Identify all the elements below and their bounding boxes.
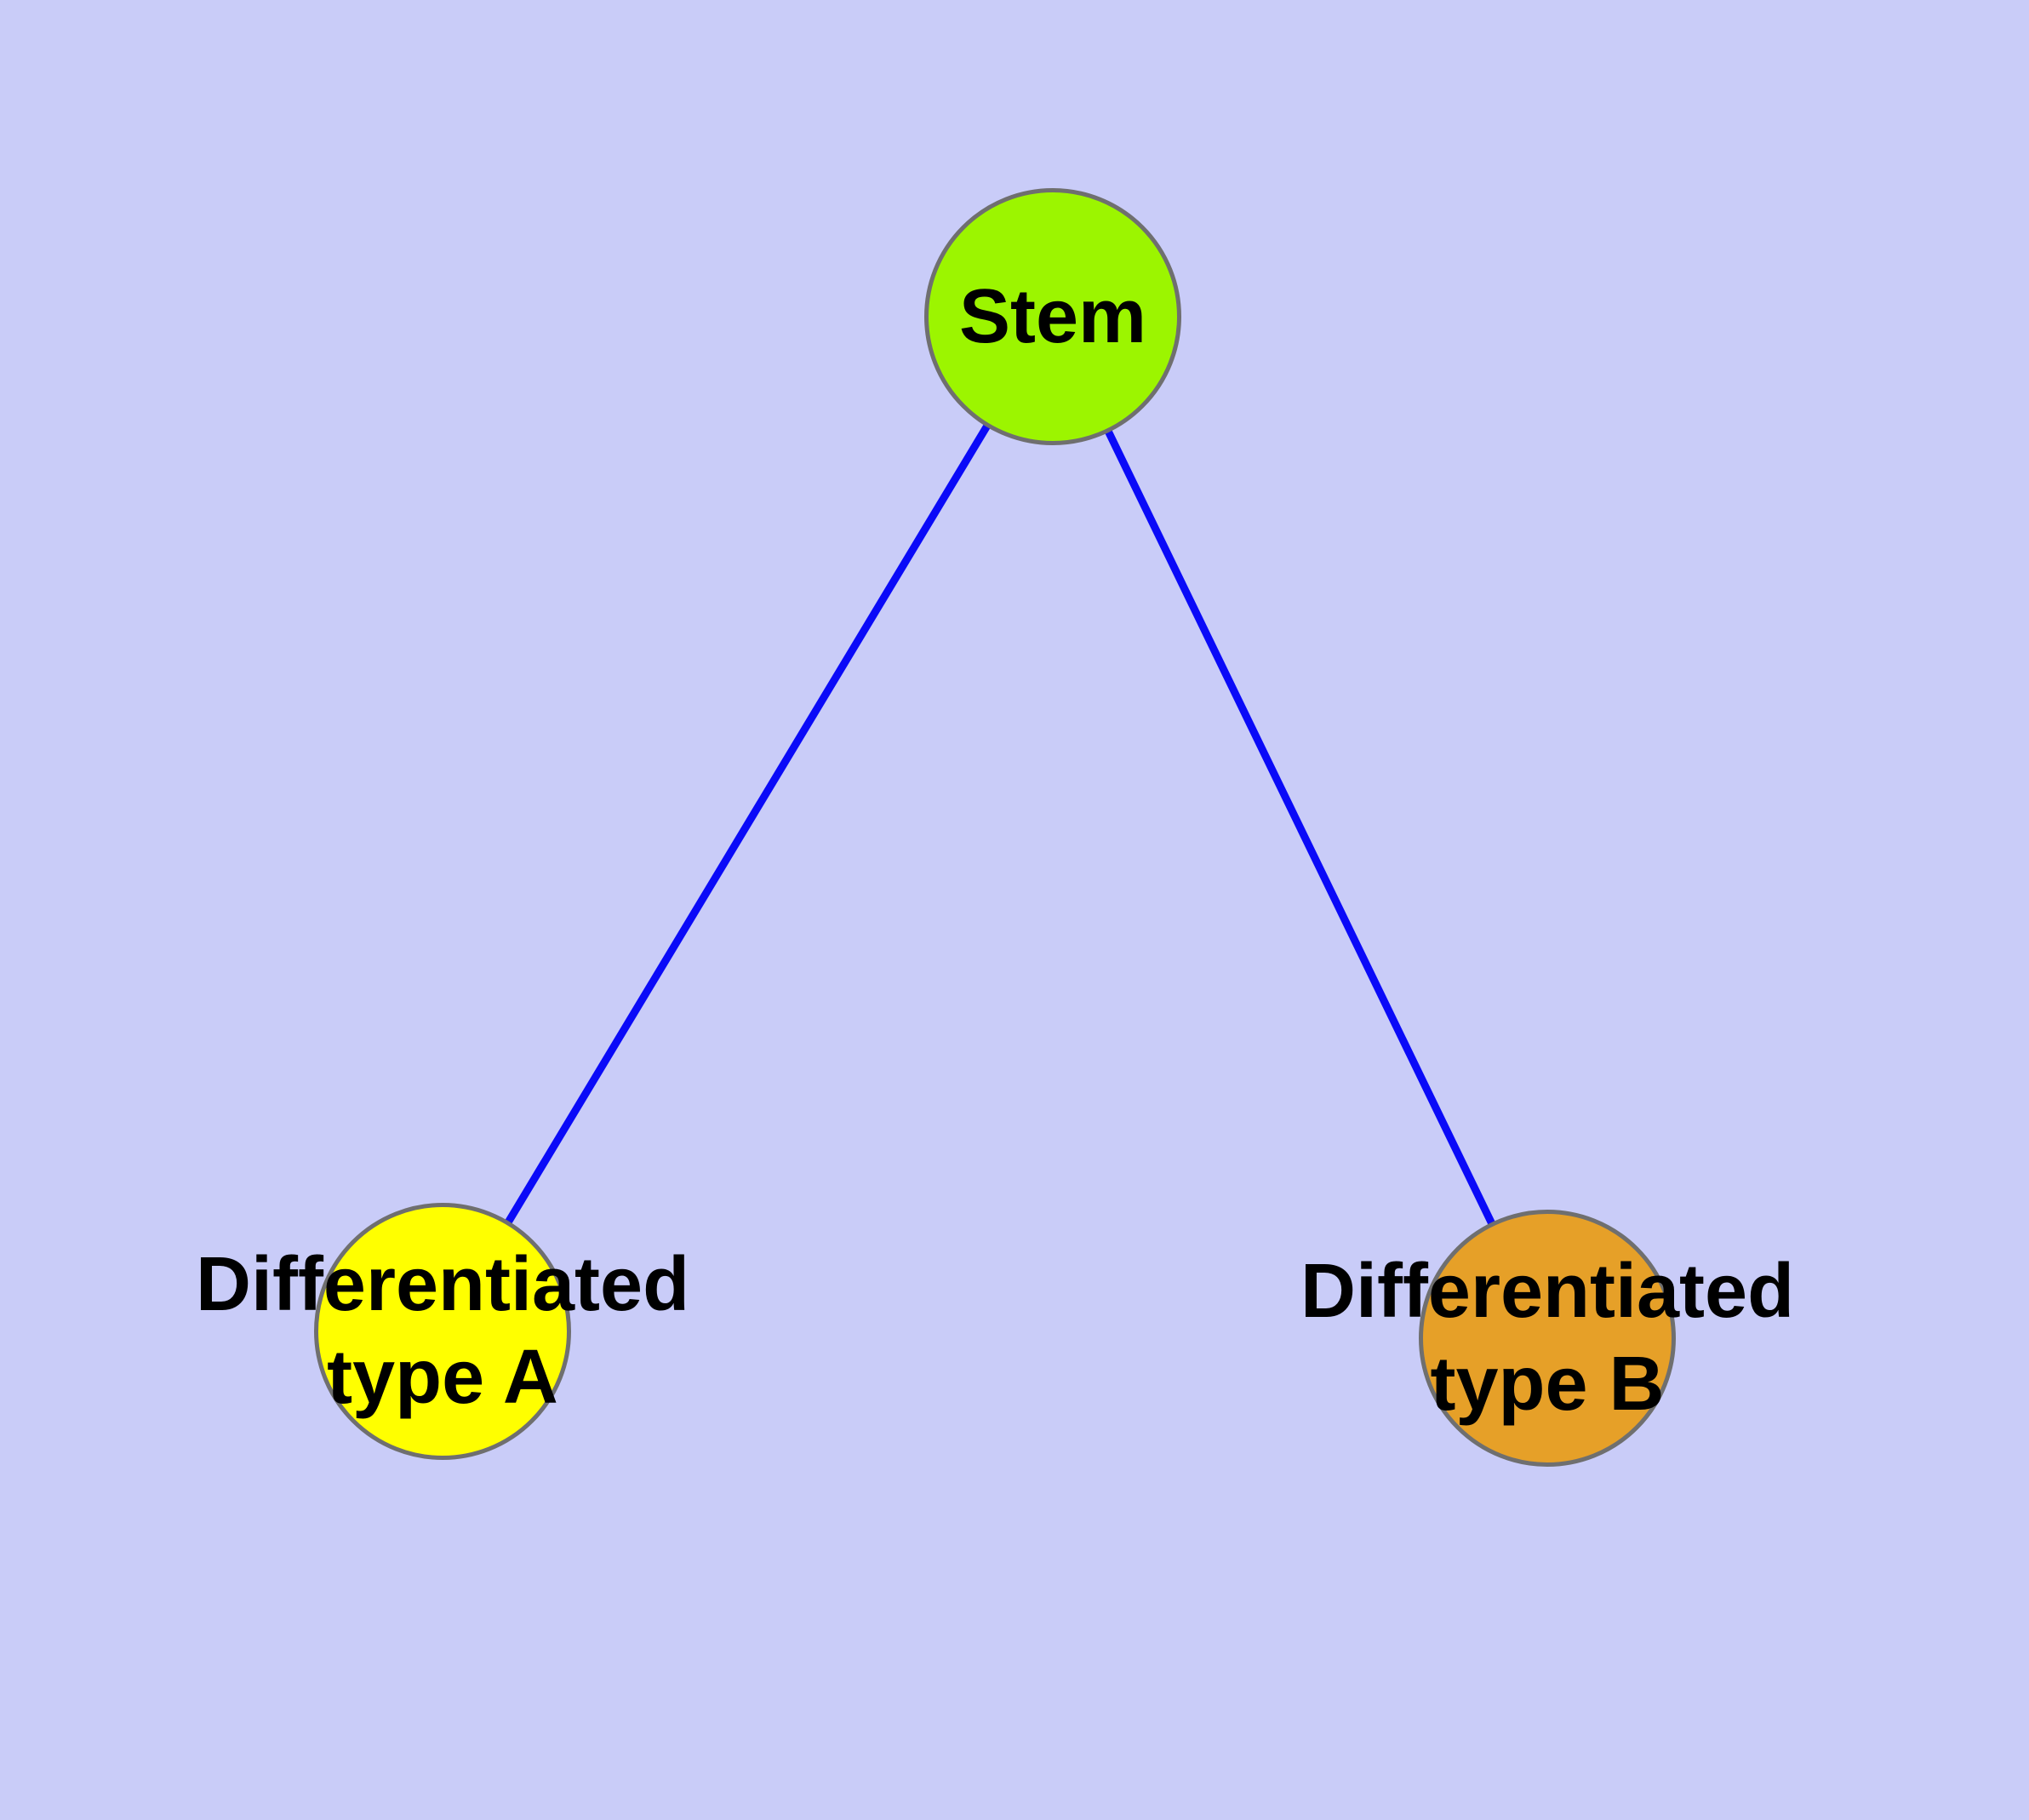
node-differentiated-type-b-label: Differentiated type B (1300, 1245, 1794, 1431)
edge-stem-to-diff-b (1049, 315, 1552, 1340)
node-stem: Stem (924, 188, 1181, 445)
node-differentiated-type-a: Differentiated type A (196, 1203, 689, 1460)
node-differentiated-type-a-label-line-1: Differentiated (195, 1242, 690, 1327)
node-stem-label: Stem (959, 271, 1146, 363)
node-differentiated-type-a-label-line-2: type A (327, 1335, 558, 1420)
node-differentiated-type-b: Differentiated type B (1300, 1210, 1794, 1467)
node-differentiated-type-a-label: Differentiated type A (196, 1239, 689, 1424)
edge-stem-to-diff-a (439, 314, 1056, 1334)
node-differentiated-type-b-label-line-2: type B (1430, 1342, 1665, 1427)
node-differentiated-type-b-label-line-1: Differentiated (1300, 1249, 1795, 1334)
node-stem-label-line-1: Stem (958, 273, 1147, 359)
